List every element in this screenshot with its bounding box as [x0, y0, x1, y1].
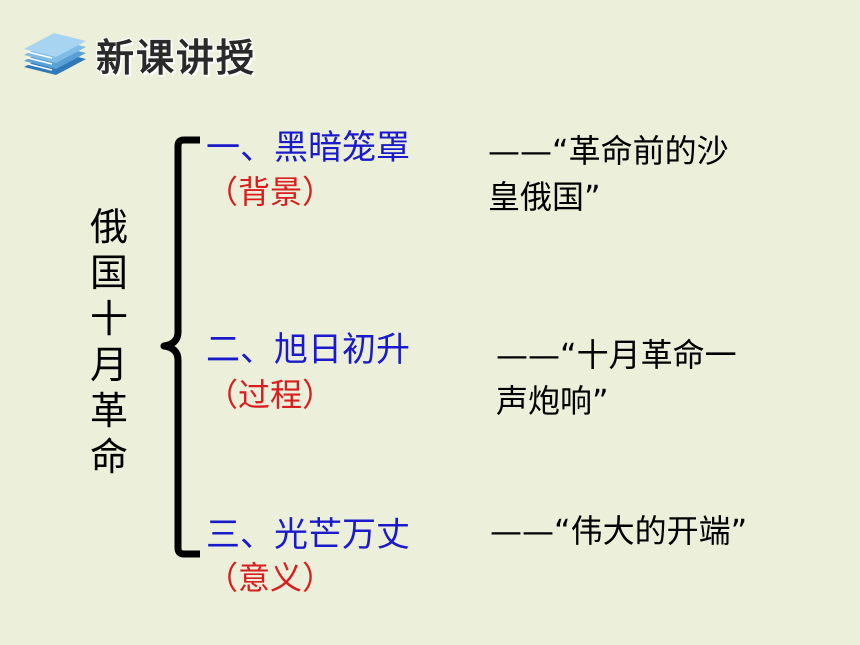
curly-brace [160, 136, 200, 558]
root-char: 俄 [89, 205, 128, 249]
branch-2-desc-line: 声炮响” [496, 382, 609, 420]
root-char: 月 [89, 343, 128, 387]
branch-3-subtitle: （意义） [206, 559, 335, 597]
branch-3-desc: ——“伟大的开端” [490, 508, 747, 554]
root-topic: 俄 国 十 月 革 命 [86, 204, 132, 480]
root-char: 革 [89, 389, 128, 433]
branch-2-desc: ——“十月革命一 声炮响” [496, 332, 737, 424]
root-char: 命 [89, 435, 128, 479]
branch-2-desc-line: ——“十月革命一 [496, 336, 737, 374]
root-char: 十 [89, 297, 128, 341]
root-char: 国 [89, 251, 128, 295]
book-stack-icon [24, 33, 86, 75]
branch-3-desc-line: ——“伟大的开端” [490, 512, 748, 550]
branch-1-title: 一、黑暗笼罩 [206, 128, 410, 168]
branch-3-title: 三、光芒万丈 [206, 515, 410, 555]
branch-2-title: 二、旭日初升 [206, 330, 410, 370]
branch-1-desc: ——“革命前的沙 皇俄国” [488, 128, 729, 220]
section-header: 新课讲授 [22, 26, 256, 82]
branch-1-desc-line: ——“革命前的沙 [488, 132, 729, 170]
header-title: 新课讲授 [96, 35, 257, 80]
branch-1-desc-line: 皇俄国” [488, 178, 601, 216]
branch-2-subtitle: （过程） [206, 376, 335, 414]
branch-1-subtitle: （背景） [206, 173, 335, 211]
